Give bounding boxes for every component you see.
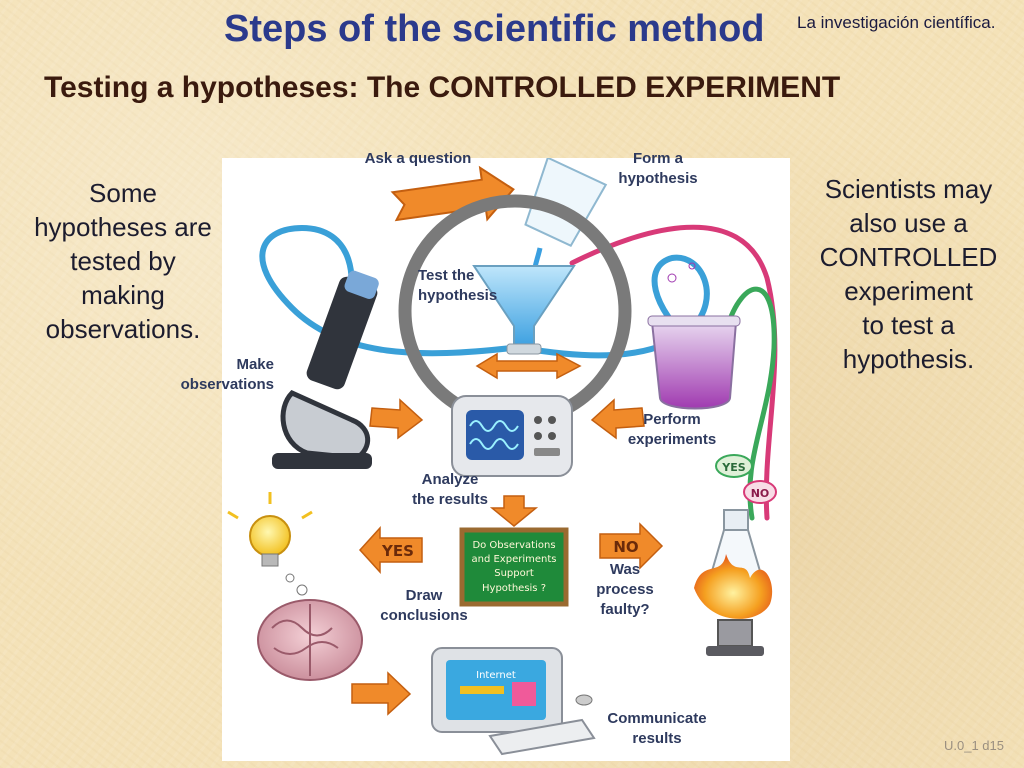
analysis-monitor — [451, 395, 573, 477]
right-controlled-experiment-note: Scientists may also use a CONTROLLED exp… — [806, 172, 1011, 376]
section-heading: Testing a hypotheses: The CONTROLLED EXP… — [44, 71, 841, 104]
label-form-hypothesis: Form a hypothesis — [618, 150, 698, 187]
diagram-illustration: Do Observations and Experiments Support … — [227, 158, 778, 756]
no-tag: NO — [743, 480, 777, 504]
spanish-subtitle: La investigación científica. — [797, 13, 996, 32]
pink-tube — [569, 224, 778, 521]
no-arrow: NO — [599, 522, 664, 570]
label-perform-experiments: Perform experiments — [627, 411, 717, 448]
brain — [257, 599, 363, 681]
scientific-method-diagram: Do Observations and Experiments Support … — [181, 150, 790, 761]
arrow-from-experiments — [590, 398, 645, 440]
label-communicate-results: Communicate results — [607, 710, 707, 747]
label-test-hypothesis: Test the hypothesis — [418, 267, 498, 304]
funnel — [472, 265, 576, 355]
thought-bubble — [285, 573, 295, 583]
blue-tube — [259, 224, 710, 359]
left-observation-note: Some hypotheses are tested by making obs… — [18, 176, 228, 346]
no-arrow-label: NO — [613, 538, 638, 556]
right-note-line: to test a — [862, 310, 955, 340]
page-title: Steps of the scientific method — [224, 8, 765, 50]
microscope — [272, 270, 379, 469]
slide-code: U.0_1 d15 — [944, 738, 1004, 753]
yes-arrow-label: YES — [381, 542, 414, 560]
arrow-to-chalkboard — [489, 495, 539, 527]
label-ask-question: Ask a question — [364, 150, 472, 167]
label-draw-conclusions: Draw conclusions — [380, 587, 468, 624]
burner-flask — [694, 509, 773, 656]
left-note-line: making — [81, 280, 165, 310]
yes-tag-label: YES — [721, 461, 745, 474]
purple-flask — [647, 262, 741, 410]
no-tag-label: NO — [751, 487, 770, 500]
yes-tag: YES — [715, 454, 753, 478]
label-analyze-results: Analyze the results — [412, 471, 488, 508]
chalkboard-line: Hypothesis ? — [482, 583, 546, 594]
right-note-line: CONTROLLED — [819, 242, 998, 272]
chalkboard-line: and Experiments — [472, 554, 557, 565]
left-note-line: tested by — [70, 246, 176, 276]
label-make-observations: Make observations — [180, 356, 274, 393]
monitor-text: Internet — [476, 670, 516, 681]
chalkboard-line: Support — [494, 568, 534, 579]
computer: Internet — [431, 647, 596, 756]
right-note-line: Scientists may — [824, 174, 993, 204]
arrow-to-communicate — [351, 671, 412, 716]
arrow-from-observations — [369, 398, 424, 440]
light-bulb — [227, 492, 313, 567]
chalkboard-line: Do Observations — [472, 540, 555, 551]
left-note-line: observations. — [45, 314, 201, 344]
right-note-line: hypothesis. — [842, 344, 975, 374]
yes-arrow: YES — [358, 526, 423, 574]
chalkboard: Do Observations and Experiments Support … — [459, 527, 569, 607]
double-arrow — [475, 352, 582, 380]
left-note-line: hypotheses are — [34, 212, 212, 242]
right-note-line: also use a — [849, 208, 968, 238]
thought-bubble — [296, 584, 308, 596]
left-note-line: Some — [89, 178, 157, 208]
label-process-faulty: Was process faulty? — [596, 561, 654, 618]
right-note-line: experiment — [844, 276, 973, 306]
